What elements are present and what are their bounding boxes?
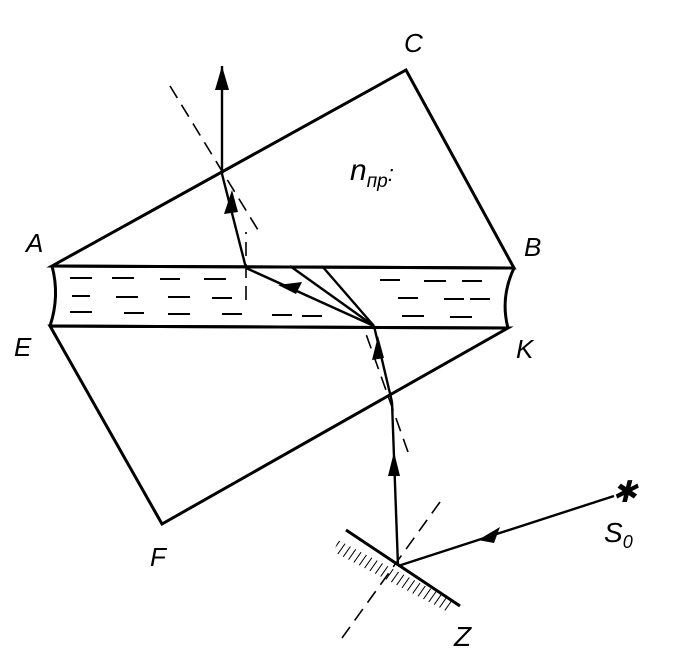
normals [169, 85, 441, 639]
label-Z: Z [453, 621, 472, 652]
light-ray [220, 66, 615, 568]
ray-arrowheads [215, 66, 500, 543]
refractive-index-colon: : [388, 161, 394, 186]
label-B: B [524, 232, 541, 262]
liquid-left-edge [48, 265, 57, 327]
refractive-index-label: nпр: [350, 154, 394, 192]
mirror [334, 528, 461, 612]
refractive-index-symbol: n [350, 154, 367, 187]
lower-prism [47, 324, 514, 527]
label-F: F [150, 542, 168, 572]
source-subscript: 0 [623, 532, 633, 552]
liquid-dashes [70, 277, 490, 318]
line-AB [51, 264, 515, 270]
source-label: S0 [604, 517, 633, 552]
source-symbol: S [604, 517, 623, 548]
label-A: A [24, 228, 43, 258]
liquid-right-edge [503, 267, 516, 329]
source-star-icon: ✱ [612, 476, 639, 509]
upper-prism [46, 67, 517, 270]
line-EK [49, 324, 509, 330]
refractive-index-subscript: пр [367, 171, 388, 192]
label-E: E [14, 332, 32, 362]
label-C: C [404, 28, 423, 58]
label-K: K [516, 334, 535, 364]
